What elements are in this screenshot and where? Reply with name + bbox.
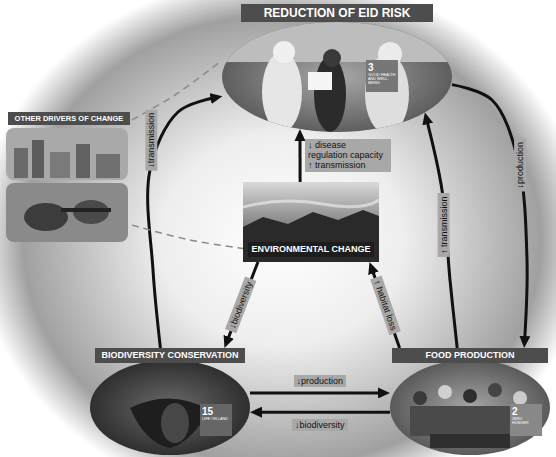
photo-detail bbox=[262, 52, 302, 132]
photo-detail bbox=[96, 154, 120, 178]
node-photo bbox=[390, 348, 550, 455]
photo-detail bbox=[463, 389, 477, 403]
sdg-text: GOOD HEALTH AND WELL-BEING bbox=[368, 73, 396, 85]
photo-detail bbox=[365, 54, 409, 132]
node-photo bbox=[6, 112, 132, 242]
sdg-icon: 15LIFE ON LAND bbox=[200, 404, 232, 436]
sdg-text: ZERO HUNGER bbox=[512, 417, 540, 425]
node-photo bbox=[222, 4, 452, 132]
arrow-connector bbox=[452, 85, 527, 340]
node-title: FOOD PRODUCTION bbox=[392, 348, 548, 363]
arrow-connector bbox=[258, 411, 390, 414]
edge-label: ↓ disease regulation capacity ↑ transmis… bbox=[305, 139, 391, 172]
photo-group bbox=[130, 398, 210, 448]
photo-rect bbox=[243, 182, 379, 262]
sdg-text: LIFE ON LAND bbox=[202, 417, 230, 421]
photo-detail bbox=[130, 398, 210, 448]
edge-label: ↑ transmission bbox=[438, 193, 450, 257]
photo-detail bbox=[513, 391, 527, 405]
sdg-number: 2 bbox=[512, 406, 540, 417]
sdg-icon: 3GOOD HEALTH AND WELL-BEING bbox=[366, 60, 398, 92]
photo-detail bbox=[308, 72, 332, 90]
photo-detail bbox=[273, 41, 295, 63]
photo-detail bbox=[314, 56, 346, 132]
photo-detail bbox=[430, 434, 510, 448]
arrow-connector bbox=[298, 137, 301, 182]
photo-detail bbox=[61, 208, 111, 212]
photo-detail bbox=[24, 203, 68, 231]
edge-label: ↓production bbox=[294, 375, 347, 387]
photo-oval bbox=[390, 360, 550, 455]
photo-detail bbox=[488, 383, 502, 397]
photo-detail bbox=[243, 200, 379, 207]
photo-node: OTHER DRIVERS OF CHANGE bbox=[6, 112, 132, 242]
sdg-number: 15 bbox=[202, 406, 230, 417]
edge-label: ↓production bbox=[514, 139, 526, 192]
photo-group bbox=[6, 128, 128, 242]
edge-label: ↓biodiversity bbox=[225, 277, 256, 333]
photo-node: BIODIVERSITY CONSERVATION bbox=[90, 348, 250, 455]
photo-detail bbox=[161, 403, 189, 443]
sdg-number: 3 bbox=[368, 62, 396, 73]
edge-label: ↑ habitat loss bbox=[369, 275, 400, 334]
photo-detail bbox=[6, 128, 128, 180]
arrow-connector bbox=[250, 391, 382, 394]
photo-detail bbox=[413, 391, 427, 405]
node-title: BIODIVERSITY CONSERVATION bbox=[95, 348, 245, 363]
photo-detail bbox=[438, 385, 452, 399]
photo-detail bbox=[32, 140, 44, 178]
photo-oval bbox=[90, 360, 250, 455]
node-title: REDUCTION OF EID RISK bbox=[241, 4, 433, 22]
dashed-connector bbox=[132, 225, 243, 248]
node-title: ENVIRONMENTAL CHANGE bbox=[248, 242, 373, 257]
photo-group bbox=[222, 22, 452, 132]
photo-detail bbox=[323, 49, 341, 67]
edge-label: ↓biodiversity bbox=[292, 419, 348, 431]
photo-node: FOOD PRODUCTION bbox=[390, 348, 550, 455]
photo-node: ENVIRONMENTAL CHANGE bbox=[243, 182, 379, 262]
arrow-connector bbox=[427, 120, 457, 348]
photo-detail bbox=[14, 148, 28, 178]
photo-detail bbox=[76, 144, 90, 178]
edge-label: ↓transmission bbox=[145, 110, 157, 171]
node-photo bbox=[90, 348, 250, 455]
photo-detail bbox=[50, 152, 70, 178]
photo-node: REDUCTION OF EID RISK bbox=[222, 4, 452, 132]
node-title: OTHER DRIVERS OF CHANGE bbox=[8, 112, 130, 125]
photo-detail bbox=[243, 210, 379, 262]
sdg-icon: 2ZERO HUNGER bbox=[510, 404, 542, 436]
photo-detail bbox=[6, 183, 128, 242]
photo-oval bbox=[222, 22, 452, 132]
photo-group bbox=[243, 200, 379, 262]
